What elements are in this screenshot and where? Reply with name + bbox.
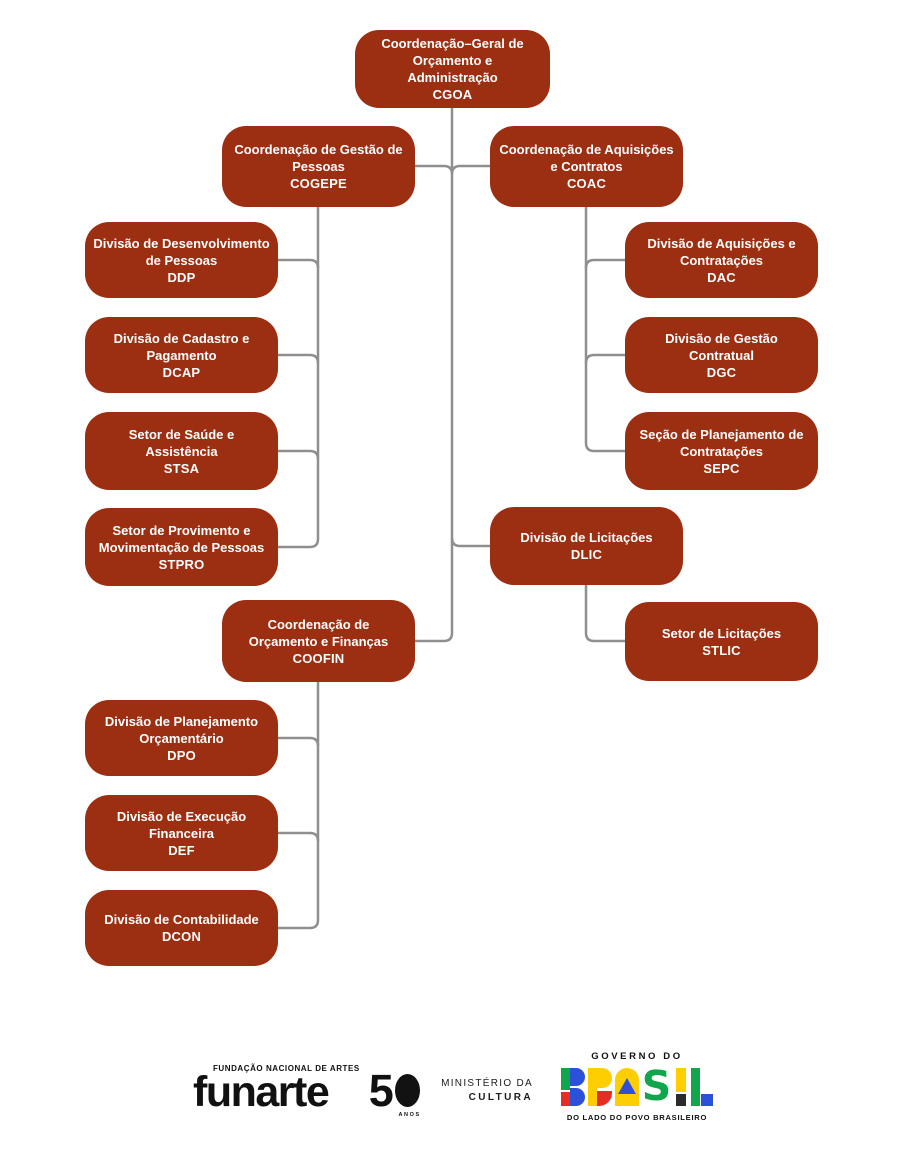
org-box-abbr: DEF [168, 842, 195, 858]
org-box-abbr: DAC [707, 269, 736, 285]
funarte-anos-label: ANOS [398, 1112, 421, 1119]
brasil-letter-i [674, 1068, 688, 1106]
org-box-name: Coordenação–Geral de Orçamento e Adminis… [381, 36, 524, 85]
org-box-coofin: Coordenação de Orçamento e Finanças COOF… [222, 600, 415, 682]
org-box-abbr: CGOA [432, 87, 473, 102]
org-box-abbr: DPO [167, 747, 196, 763]
footer-logos: FUNDAÇÃO NACIONAL DE ARTES funarte 5 ANO… [0, 1040, 906, 1140]
connector-stsa [278, 449, 320, 460]
org-box-abbr: STLIC [702, 642, 741, 658]
org-box-abbr: DLIC [570, 547, 603, 562]
brasil-letter-s: S [641, 1062, 672, 1110]
org-box-name: Divisão de Contabilidade [104, 912, 259, 927]
connector-stlic [584, 585, 625, 643]
connector-trunk-cogepe [278, 207, 320, 549]
connector-trunk-coac [584, 207, 625, 453]
org-box-coac: Coordenação de Aquisições e Contratos CO… [490, 126, 683, 207]
org-box-abbr: DGC [706, 364, 737, 380]
org-box-dcap: Divisão de Cadastro e Pagamento DCAP [85, 317, 278, 393]
org-box-name: Coordenação de Orçamento e Finanças [248, 616, 389, 649]
org-box-name: Divisão de Licitações [520, 530, 653, 545]
ministerio-line2: CULTURA [468, 1092, 533, 1103]
brasil-wordmark: S [551, 1062, 723, 1110]
org-box-name: Divisão de Cadastro e Pagamento [113, 330, 250, 363]
org-box-stsa: Setor de Saúde e Assistência STSA [85, 412, 278, 490]
org-box-abbr: COGEPE [290, 176, 347, 191]
org-box-name: Divisão de Execução Financeira [116, 808, 247, 841]
org-box-abbr: COAC [566, 176, 607, 191]
org-box-abbr: SEPC [703, 460, 740, 476]
connector-dpo [278, 736, 320, 747]
org-box-name: Coordenação de Aquisições e Contratos [499, 142, 674, 174]
governo-brasil-logo: GOVERNO DO S [551, 1051, 723, 1122]
funarte-digit-5: 5 [368, 1065, 394, 1116]
connector-dac [584, 258, 625, 269]
connector-dcap [278, 353, 320, 364]
org-box-dac: Divisão de Aquisições e Contratações DAC [625, 222, 818, 298]
org-box-name: Coordenação de Gestão de Pessoas [234, 142, 403, 174]
funarte-institution-label: FUNDAÇÃO NACIONAL DE ARTES [213, 1064, 360, 1073]
connector-dlic [450, 537, 490, 548]
governo-tagline: DO LADO DO POVO BRASILEIRO [566, 1113, 708, 1122]
org-box-def: Divisão de Execução Financeira DEF [85, 795, 278, 871]
org-box-name: Divisão de Desenvolvimento de Pessoas [93, 235, 270, 268]
connector-ddp [278, 258, 320, 269]
org-box-name: Divisão de Planejamento Orçamentário [104, 713, 259, 746]
org-box-stpro: Setor de Provimento e Movimentação de Pe… [85, 508, 278, 586]
org-box-name: Divisão de Gestão Contratual [665, 330, 778, 363]
brasil-letter-r [587, 1068, 612, 1106]
org-box-cgoa: Coordenação–Geral de Orçamento e Adminis… [355, 30, 550, 108]
connector-dgc [584, 353, 625, 364]
org-box-stlic: Setor de Licitações STLIC [625, 602, 818, 681]
connector-cogepe [415, 164, 454, 175]
org-box-ddp: Divisão de Desenvolvimento de Pessoas DD… [85, 222, 278, 298]
connector-trunk-cgoa-coofin [415, 108, 454, 643]
org-box-dpo: Divisão de Planejamento Orçamentário DPO [85, 700, 278, 776]
connector-def [278, 831, 320, 842]
governo-do-label: GOVERNO DO [591, 1051, 683, 1062]
brasil-letter-b [560, 1068, 585, 1106]
ministerio-line1: MINISTÉRIO DA [441, 1078, 533, 1089]
brasil-letter-a [614, 1068, 639, 1106]
connector-coac [450, 164, 490, 175]
org-box-abbr: STSA [163, 460, 200, 476]
org-box-name: Setor de Licitações [661, 625, 782, 641]
brasil-letter-l [691, 1068, 714, 1106]
org-box-abbr: DCON [161, 929, 202, 944]
funarte-wordmark-block: FUNDAÇÃO NACIONAL DE ARTES funarte [193, 1064, 360, 1116]
funarte-logo: FUNDAÇÃO NACIONAL DE ARTES funarte 5 ANO… [193, 1064, 420, 1118]
funarte-50-anos-mark: 5 ANOS [368, 1065, 421, 1119]
connector-trunk-coofin [278, 682, 320, 930]
org-box-name: Setor de Saúde e Assistência [128, 426, 235, 459]
org-box-sepc: Seção de Planejamento de Contratações SE… [625, 412, 818, 490]
org-box-cogepe: Coordenação de Gestão de Pessoas COGEPE [222, 126, 415, 207]
org-box-name: Setor de Provimento e Movimentação de Pe… [98, 522, 265, 555]
org-box-dgc: Divisão de Gestão Contratual DGC [625, 317, 818, 393]
org-box-abbr: DDP [167, 269, 196, 285]
ministerio-cultura-logo: MINISTÉRIO DA CULTURA [425, 1077, 533, 1105]
org-box-name: Divisão de Aquisições e Contratações [647, 235, 796, 268]
org-box-abbr: COOFIN [292, 650, 345, 666]
org-box-dcon: Divisão de Contabilidade DCON [85, 890, 278, 966]
org-box-dlic: Divisão de Licitações DLIC [490, 507, 683, 585]
org-box-abbr: DCAP [162, 364, 201, 380]
funarte-wordmark: funarte [193, 1068, 330, 1116]
funarte-zero-ellipse-icon [394, 1074, 420, 1107]
org-box-name: Seção de Planejamento de Contratações [639, 426, 804, 459]
org-box-abbr: STPRO [158, 556, 205, 572]
